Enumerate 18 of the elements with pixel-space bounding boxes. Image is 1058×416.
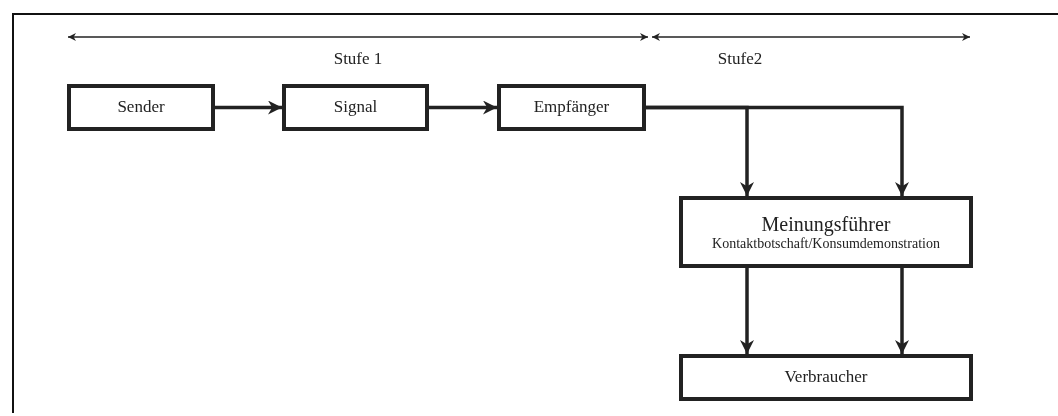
- box-subtitle: Kontaktbotschaft/Konsumdemonstration: [712, 235, 940, 253]
- arrow: [895, 268, 909, 354]
- box-title: Empfänger: [533, 97, 610, 118]
- stage-label: Stufe2: [717, 49, 763, 69]
- process-box: [497, 84, 646, 131]
- box-title: Sender: [117, 97, 165, 118]
- arrow: [740, 268, 754, 354]
- process-box: [679, 196, 973, 268]
- process-box: [679, 354, 973, 401]
- box-title: Verbraucher: [784, 367, 868, 388]
- stage-label: Stufe 1: [333, 49, 383, 69]
- process-box: [67, 84, 215, 131]
- box-title: Signal: [333, 97, 378, 118]
- arrow: [215, 100, 282, 115]
- arrow: [429, 100, 497, 115]
- arrow: [646, 105, 909, 196]
- process-box: [282, 84, 429, 131]
- box-title: Meinungsführer: [761, 211, 891, 236]
